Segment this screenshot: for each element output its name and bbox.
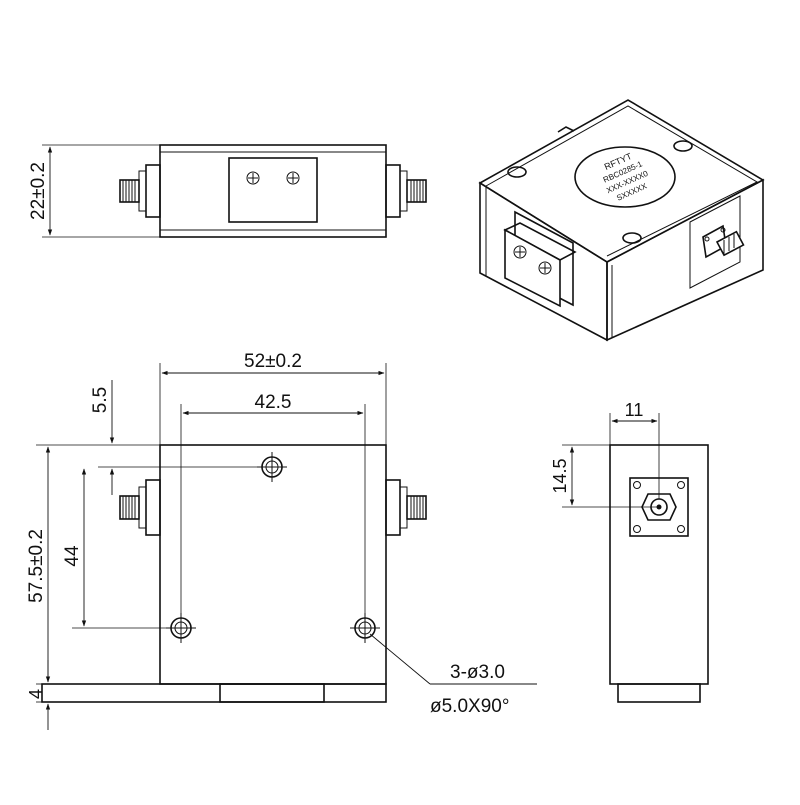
top-view-body	[159, 144, 387, 238]
hole-callout: 3-ø3.0 ø5.0X90°	[369, 633, 537, 717]
isometric-connector-icon	[689, 195, 745, 289]
mounting-hole-icon	[622, 232, 642, 244]
mounting-hole-icon	[507, 166, 527, 178]
connector-width-dimension: 11	[609, 400, 660, 499]
connector-width-label: 11	[625, 400, 644, 420]
hole-vertical-label: 44	[62, 545, 83, 567]
isometric-body	[478, 99, 765, 342]
isometric-view: RFTYT RBC0285-1 XXX-XXXX0 SXXXXX	[478, 99, 765, 342]
front-height-dimension: 57.5±0.2	[26, 444, 160, 685]
top-view-cover-plate	[228, 157, 318, 223]
front-height-label: 57.5±0.2	[26, 529, 47, 603]
hole-spacing-label: 42.5	[255, 392, 292, 413]
top-view-height-dimension: 22±0.2	[28, 144, 160, 238]
screw-icon	[286, 171, 300, 185]
hole-note-line2: ø5.0X90°	[430, 696, 509, 717]
hole-spacing-dimension: 42.5	[180, 392, 366, 618]
screw-icon	[513, 245, 527, 259]
sma-connector-left-icon	[119, 479, 161, 536]
top-offset-label: 5.5	[90, 387, 111, 413]
flange-dimension: 4	[26, 660, 51, 730]
top-view: 22±0.2	[28, 144, 427, 238]
hole-note-line1: 3-ø3.0	[450, 662, 505, 683]
connector-height-label: 14.5	[550, 458, 570, 493]
top-offset-dimension: 5.5	[90, 380, 262, 495]
sma-connector-right-icon	[385, 479, 427, 536]
mounting-hole-icon	[673, 140, 693, 152]
sma-connector-right-icon	[385, 164, 427, 218]
sma-connector-left-icon	[119, 164, 161, 218]
screw-icon	[246, 171, 260, 185]
front-width-dimension: 52±0.2	[159, 351, 387, 445]
flange-label: 4	[26, 689, 46, 699]
side-view: 11 14.5	[550, 400, 709, 703]
isometric-cover-block	[503, 210, 577, 308]
connector-height-dimension: 14.5	[550, 444, 659, 508]
front-view-body	[41, 444, 387, 703]
hole-vertical-dimension: 44	[62, 468, 171, 629]
front-width-label: 52±0.2	[244, 351, 302, 372]
screw-icon	[538, 261, 552, 275]
isometric-label: RFTYT RBC0285-1 XXX-XXXX0 SXXXXX	[574, 146, 676, 208]
front-view: 52±0.2 42.5 5.5 57.5±0.2 44	[26, 351, 537, 730]
top-view-height-label: 22±0.2	[28, 162, 49, 220]
